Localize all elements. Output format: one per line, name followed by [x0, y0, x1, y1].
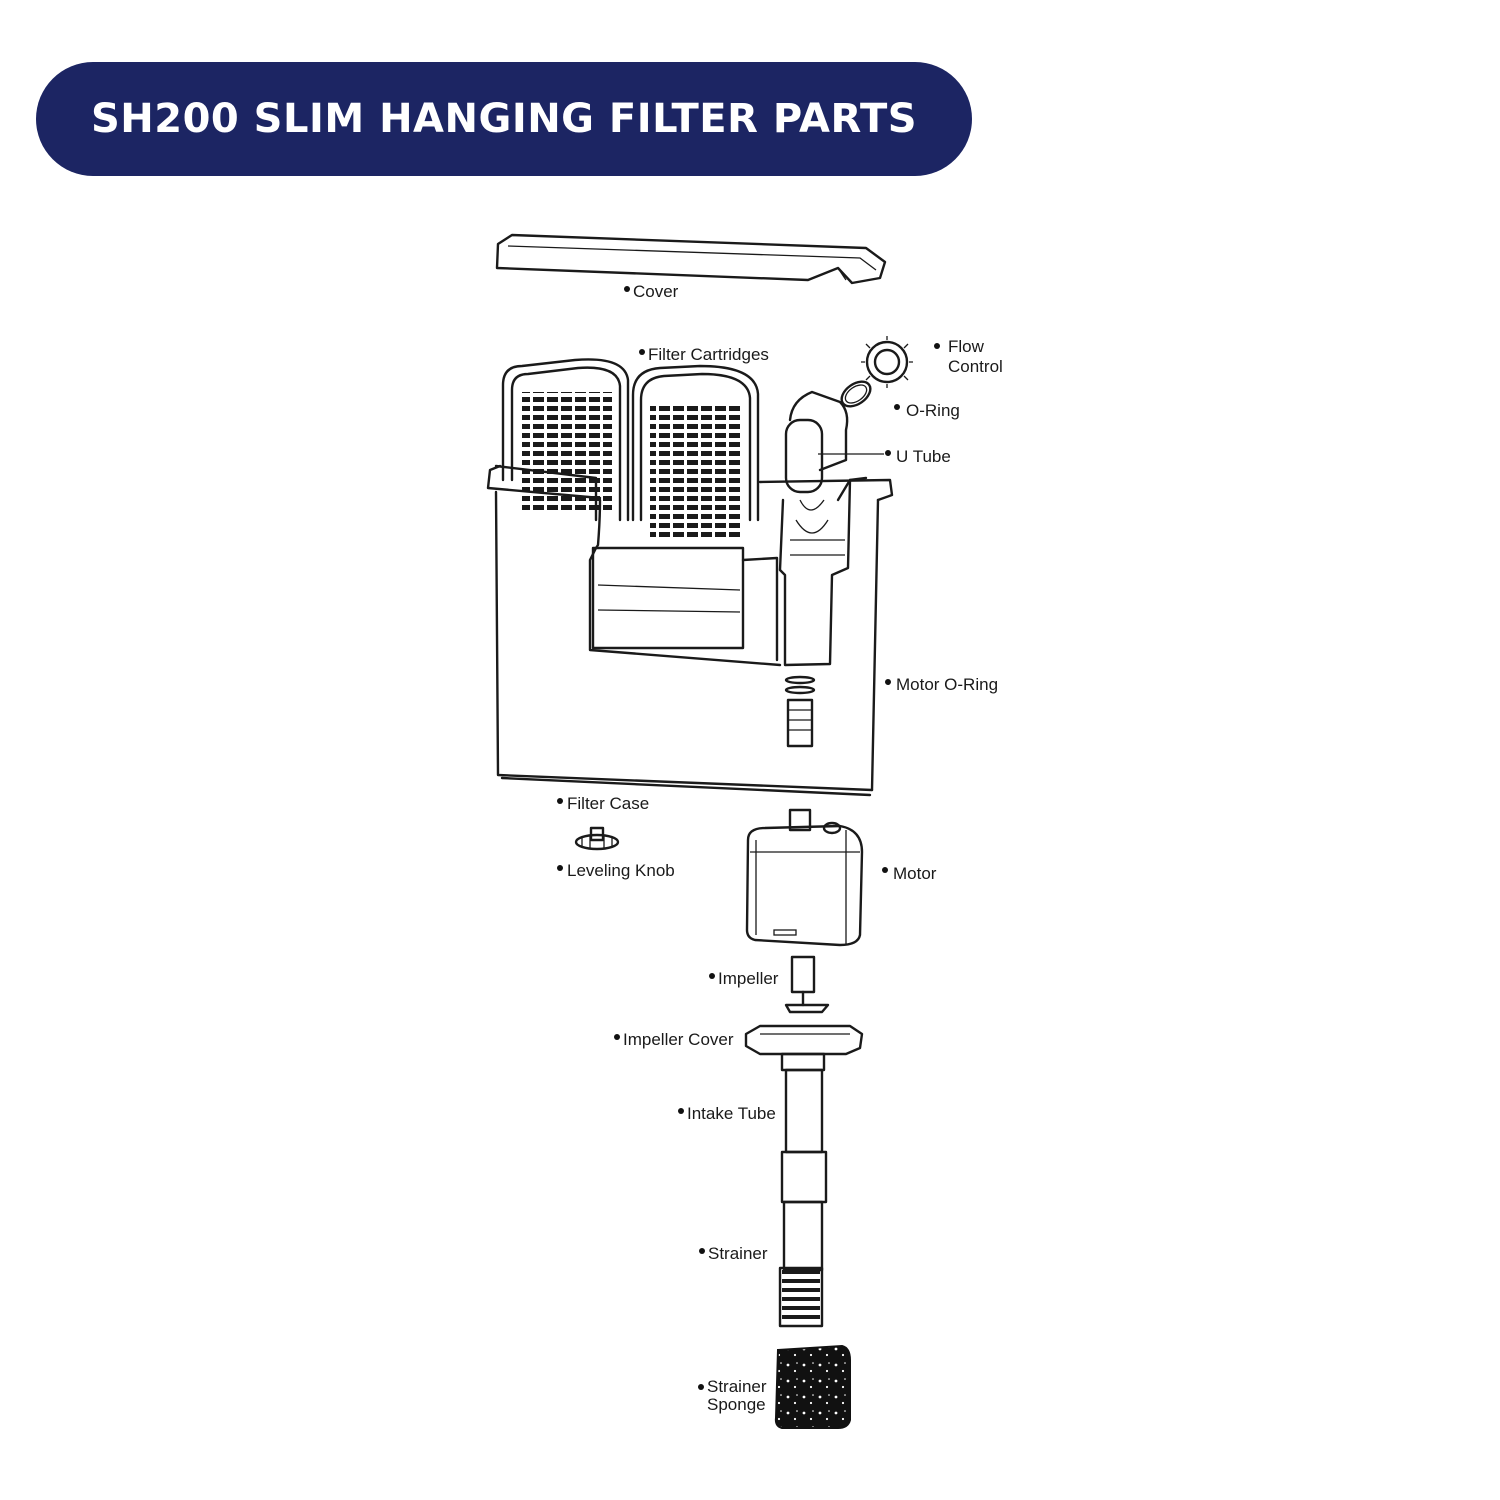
label-o-ring: O-Ring	[906, 401, 960, 420]
label-cover: Cover	[633, 282, 679, 301]
motor-o-ring-part	[784, 675, 816, 748]
label-leveling-knob: Leveling Knob	[567, 861, 675, 880]
u-tube-part	[784, 390, 849, 534]
impeller-cover-part	[744, 1024, 864, 1072]
label-impeller: Impeller	[718, 969, 779, 988]
label-u-tube: U Tube	[896, 447, 951, 466]
label-strainer: Strainer	[708, 1244, 768, 1263]
leveling-knob-part	[574, 826, 620, 851]
label-filter-cartridges: Filter Cartridges	[648, 345, 769, 364]
right-cartridge-grill	[650, 402, 742, 538]
filter-case-part	[486, 464, 894, 797]
o-ring-part	[840, 380, 872, 408]
label-impeller-cover: Impeller Cover	[623, 1030, 734, 1049]
filter-cartridges-part	[501, 358, 760, 538]
title-banner: SH200 SLIM HANGING FILTER PARTS	[36, 62, 972, 176]
label-motor-o-ring: Motor O-Ring	[896, 675, 998, 694]
label-flow-control-line1: Flow	[948, 337, 985, 356]
label-intake-tube: Intake Tube	[687, 1104, 776, 1123]
label-strainer-sponge-line2: Sponge	[707, 1395, 766, 1414]
label-filter-case: Filter Case	[567, 794, 649, 813]
strainer-part	[778, 1266, 824, 1328]
page-title: SH200 SLIM HANGING FILTER PARTS	[90, 96, 918, 142]
intake-tube-part	[780, 1068, 828, 1272]
label-bullets	[557, 286, 940, 1390]
label-strainer-sponge-line1: Strainer	[707, 1377, 767, 1396]
motor-part	[745, 808, 864, 947]
strainer-sponge-part	[774, 1344, 851, 1429]
label-flow-control-line2: Control	[948, 357, 1003, 376]
cover-part	[495, 233, 887, 285]
flow-control-part	[861, 336, 913, 388]
impeller-part	[784, 955, 830, 1014]
label-motor: Motor	[893, 864, 937, 883]
